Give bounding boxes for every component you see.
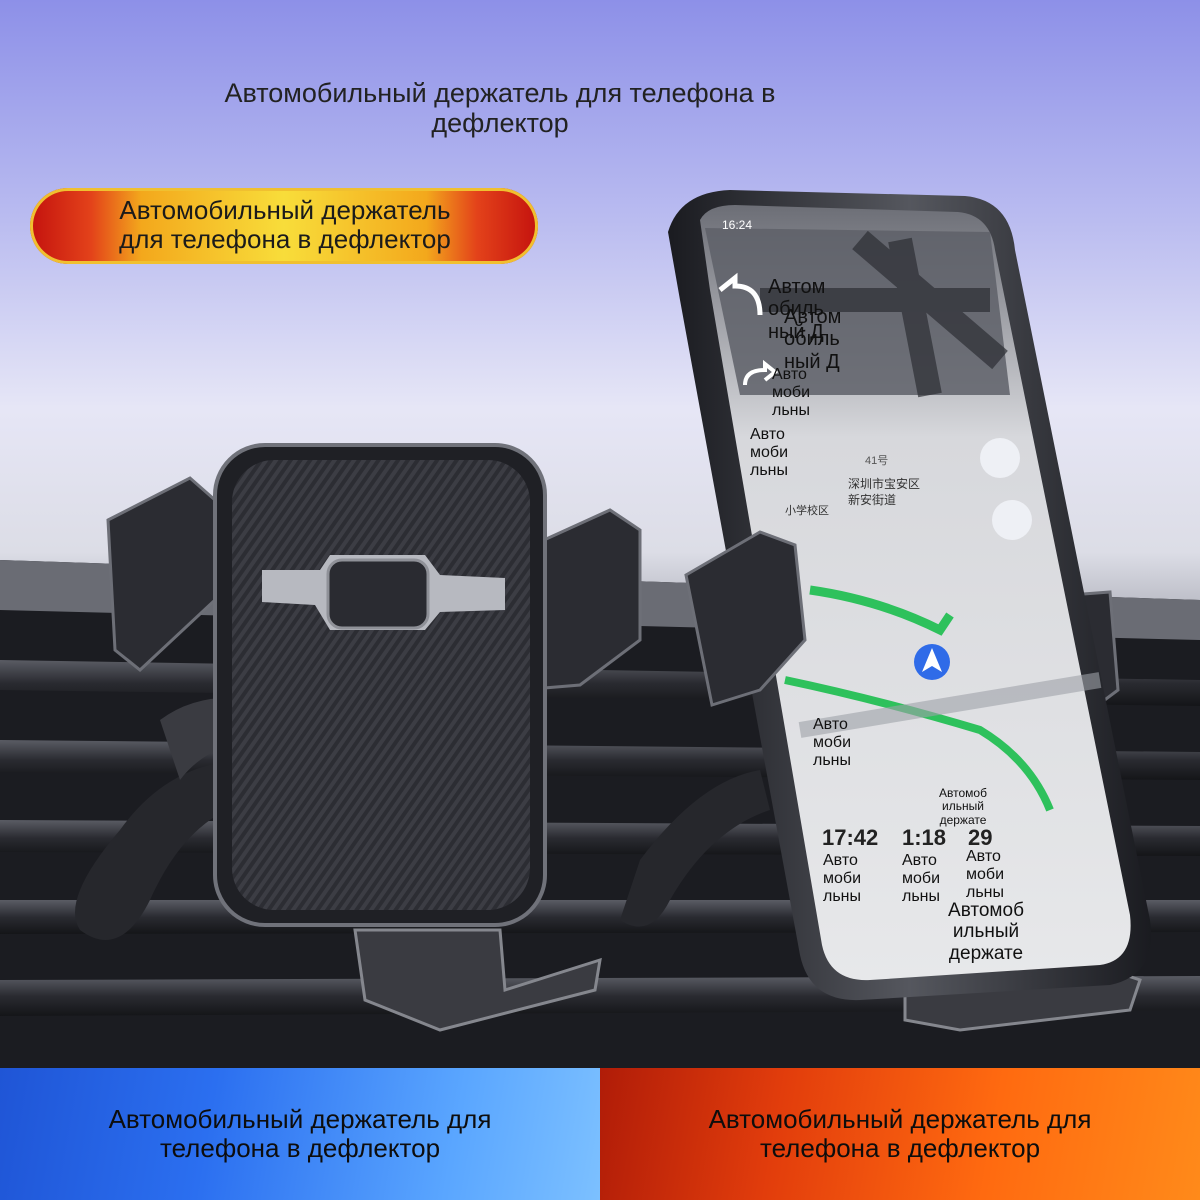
left-phone-mount xyxy=(75,443,642,1032)
footer-left-text: Автомобильный держатель для телефона в д… xyxy=(108,1104,492,1164)
map-school-label: 小学校区 xyxy=(785,505,829,517)
overlay-label: Автом обиль ный Д xyxy=(784,306,842,373)
promo-banner xyxy=(30,188,538,264)
route-line xyxy=(809,585,954,636)
footer-right-panel xyxy=(600,1068,1200,1200)
overlay-label: Авто моби льны xyxy=(902,852,941,905)
turn-right-icon xyxy=(743,359,779,386)
overlay-label: Автомоб ильный держате xyxy=(948,900,1024,964)
footer-left-panel xyxy=(0,1068,600,1200)
map-road-label: 41号 xyxy=(865,455,889,467)
map-place-label: 新安街道 xyxy=(848,493,897,507)
smartphone xyxy=(668,190,1152,1001)
overlay-label: Автом обиль ный Д xyxy=(768,276,826,343)
overlay-label: Авто моби льны xyxy=(813,716,852,769)
promo-banner-text: Автомобильный держатель для телефона в д… xyxy=(119,195,451,255)
remaining-time: 1:18 xyxy=(902,825,947,850)
remaining-distance: 29 xyxy=(968,825,993,850)
overlay-label: Авто моби льны xyxy=(966,848,1005,901)
page-title: Автомобильный держатель для телефона в д… xyxy=(224,78,776,139)
overlay-label: Авто моби льны xyxy=(772,366,811,419)
footer-right-text: Автомобильный держатель для телефона в д… xyxy=(708,1104,1092,1164)
overlay-label: Авто моби льны xyxy=(750,426,789,479)
overlay-label: Авто моби льны xyxy=(823,852,862,905)
turn-left-icon xyxy=(718,272,763,316)
overlay-label: Автомоб ильный держате xyxy=(939,786,987,827)
arrival-time: 17:42 xyxy=(822,825,879,850)
status-time: 16:24 xyxy=(722,218,753,232)
map-place-label: 深圳市宝安区 xyxy=(848,477,921,491)
